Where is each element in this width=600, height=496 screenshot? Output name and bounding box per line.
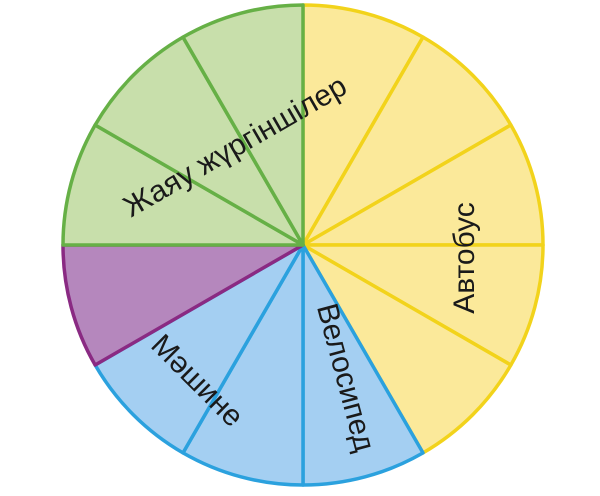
pie-slice-4-wedge-3 bbox=[181, 3, 305, 247]
pie-slice-1-wedge-1 bbox=[301, 3, 425, 247]
pie-slice-4-wedge-2 bbox=[93, 35, 305, 247]
pie-slice-1-wedge-4 bbox=[301, 243, 545, 367]
pie-slice-1-wedge-2 bbox=[301, 35, 513, 247]
pie-slice-3-wedge-1 bbox=[61, 243, 305, 367]
pie-slices bbox=[61, 3, 545, 487]
pie-slice-1-wedge-3 bbox=[301, 123, 545, 247]
pie-slice-1-wedge-5 bbox=[301, 243, 513, 455]
pie-slice-2-wedge-1 bbox=[301, 243, 425, 487]
pie-label-2: Автобус bbox=[448, 202, 481, 314]
pie-slice-2-wedge-2 bbox=[181, 243, 305, 487]
pie-slice-4-wedge-1 bbox=[61, 123, 305, 247]
pie-slice-2-wedge-3 bbox=[93, 243, 305, 455]
